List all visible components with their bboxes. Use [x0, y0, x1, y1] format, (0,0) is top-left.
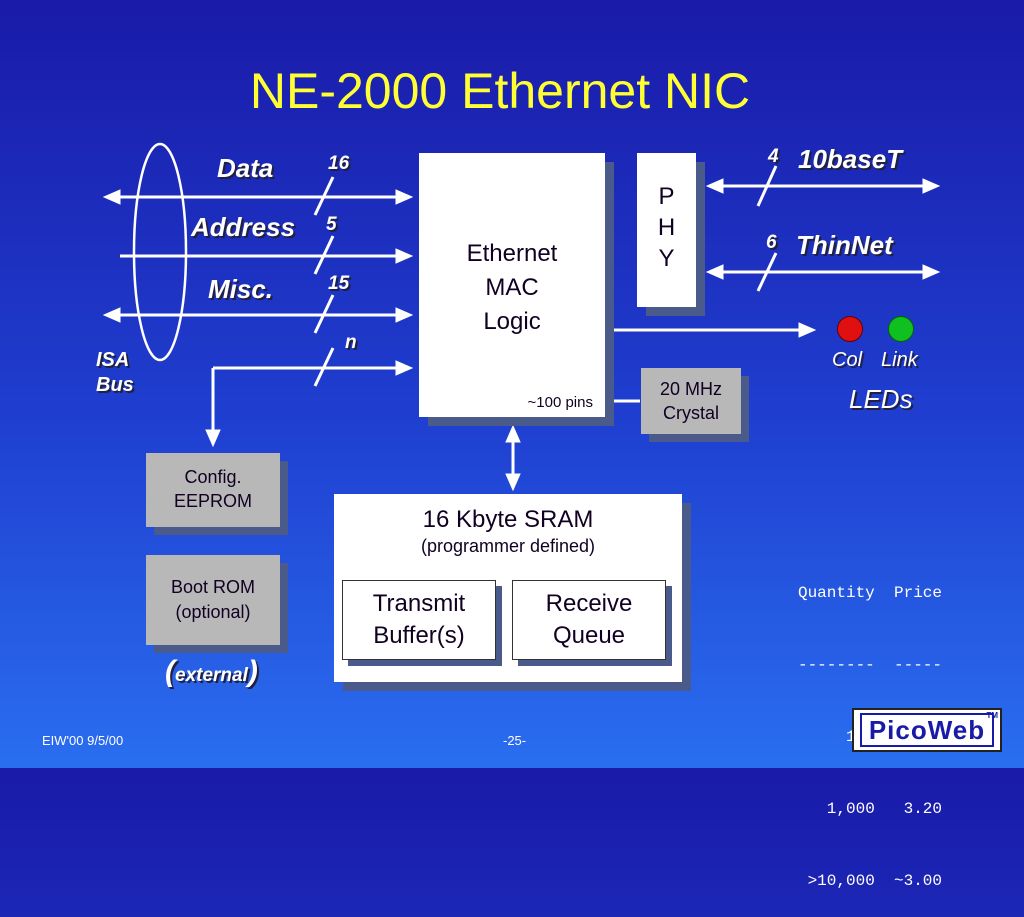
picoweb-logo: PicoWeb TM [852, 708, 1002, 752]
diagram-connectors [0, 0, 1024, 768]
thin-width-slash [756, 252, 778, 292]
phy-line3: Y [658, 245, 675, 272]
phy-block: P H Y [637, 153, 696, 307]
eeprom-line1: Config. [184, 467, 242, 487]
misc-width: 15 [328, 273, 350, 294]
address-width-slash [313, 235, 335, 275]
thin-width: 6 [766, 232, 777, 253]
footer-date: EIW'00 9/5/00 [42, 733, 124, 748]
link-led-icon [888, 316, 914, 342]
mac-sram-arrow-down [505, 473, 521, 492]
tbase-width-slash [756, 165, 778, 207]
external-text: external [175, 665, 248, 686]
picoweb-logo-text: PicoWeb [860, 713, 994, 747]
n-arrow-right [395, 360, 414, 376]
data-label: Data [217, 153, 274, 183]
tbase-width: 4 [768, 146, 779, 167]
mac-line2: MAC [485, 274, 539, 301]
external-close-paren: ) [247, 655, 258, 688]
page-title: NE-2000 Ethernet NIC [249, 63, 751, 119]
thin-label: ThinNet [796, 230, 893, 260]
thin-arrow-right [922, 264, 941, 280]
n-label: n [345, 332, 357, 353]
address-arrow-right [395, 248, 414, 264]
data-arrow-right [395, 189, 414, 205]
leds-title: LEDs [849, 384, 913, 414]
address-width: 5 [326, 214, 337, 235]
eeprom-block: Config. EEPROM [146, 453, 280, 527]
misc-arrow-left [102, 307, 121, 323]
mac-logic-block: Ethernet MAC Logic ~100 pins [419, 153, 605, 417]
transmit-buffer-block: Transmit Buffer(s) [342, 580, 496, 660]
isa-line1: ISA [96, 349, 130, 371]
mac-line1: Ethernet [466, 240, 558, 267]
eeprom-arrow-down [205, 429, 221, 448]
link-label: Link [881, 349, 918, 371]
data-width: 16 [328, 153, 350, 174]
phy-line1: P [658, 183, 675, 210]
bootrom-block: Boot ROM (optional) [146, 555, 280, 645]
sram-block: 16 Kbyte SRAM (programmer defined) Trans… [334, 494, 682, 682]
crystal-line2: Crystal [662, 403, 719, 423]
isa-bus-label: ISA Bus [96, 348, 134, 398]
tbase-label: 10baseT [798, 144, 903, 174]
bootrom-line1: Boot ROM [170, 577, 256, 597]
pricing-header: Quantity Price [797, 584, 942, 602]
tx-line1: Transmit [372, 590, 466, 617]
rx-line1: Receive [545, 590, 633, 617]
phy-line2: H [657, 214, 676, 241]
isa-line2: Bus [96, 374, 134, 396]
eeprom-line2: EEPROM [173, 491, 252, 511]
n-width-slash [313, 347, 335, 387]
tx-line2: Buffer(s) [373, 622, 465, 649]
data-arrow-left [102, 189, 121, 205]
crystal-line1: 20 MHz [659, 379, 722, 399]
thin-arrow-left [705, 264, 724, 280]
external-open-paren: ( [165, 655, 175, 688]
rx-line2: Queue [552, 622, 626, 649]
misc-label: Misc. [208, 274, 274, 304]
sram-title: 16 Kbyte SRAM [422, 506, 594, 533]
tbase-arrow-right [922, 178, 941, 194]
misc-width-slash [313, 294, 335, 334]
col-label: Col [832, 349, 863, 371]
tbase-arrow-left [705, 178, 724, 194]
sram-subtitle: (programmer defined) [420, 536, 596, 556]
misc-arrow-right [395, 307, 414, 323]
pricing-row: 1,000 3.20 [826, 800, 942, 818]
external-label: (external) [165, 655, 258, 689]
data-width-slash [313, 176, 335, 216]
pricing-divider: -------- ----- [797, 656, 942, 674]
led-arrow-right [798, 322, 817, 338]
mac-line3: Logic [483, 308, 541, 335]
pricing-row: >10,000 ~3.00 [807, 872, 942, 890]
col-led-icon [837, 316, 863, 342]
mac-pin-count: ~100 pins [527, 394, 593, 411]
slide-number: -25- [503, 733, 527, 748]
bootrom-line2: (optional) [175, 602, 251, 622]
isa-bus-ellipse [132, 142, 188, 362]
address-label: Address [191, 212, 296, 242]
mac-sram-arrow-up [505, 424, 521, 443]
crystal-block: 20 MHz Crystal [641, 368, 741, 434]
picoweb-tm: TM [986, 711, 998, 720]
receive-queue-block: Receive Queue [512, 580, 666, 660]
